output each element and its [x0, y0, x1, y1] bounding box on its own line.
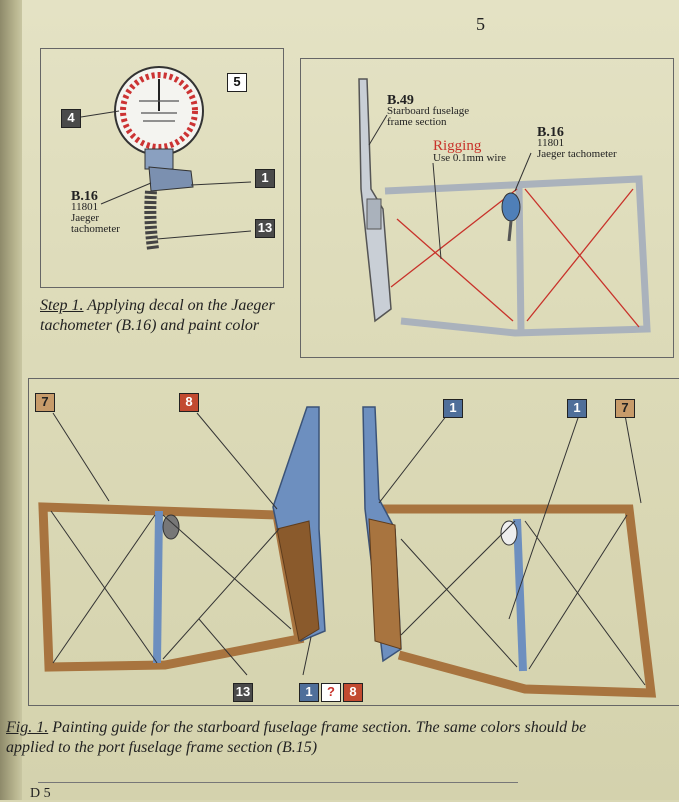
b49-desc-line2: frame section — [387, 116, 447, 128]
tag-color-8: 8 — [179, 393, 199, 412]
part-name-line1: Jaeger — [71, 212, 100, 224]
footer-rule — [38, 782, 518, 793]
warning-icon: ? — [321, 683, 341, 702]
figure1-caption-lead: Fig. 1. — [6, 719, 49, 736]
tag-color-8: 8 — [343, 683, 363, 702]
b16-label: B.16 11801 Jaeger tachometer — [537, 125, 617, 160]
part-number: 11801 — [71, 201, 99, 213]
detail-panel: B.49 Starboard fuselage frame section Ri… — [300, 58, 674, 358]
gauge-red-ring — [120, 72, 198, 150]
tag-color-7: 7 — [35, 393, 55, 412]
rigging-label: Rigging Use 0.1mm wire — [433, 138, 507, 164]
tag-color-1: 1 — [443, 399, 463, 418]
figure1-panel: 7 8 1 1 7 13 1 ? 8 — [28, 378, 679, 706]
b49-label: B.49 Starboard fuselage frame section — [387, 93, 470, 128]
tag-color-4: 4 — [61, 109, 81, 128]
frame-strut-right — [513, 518, 527, 672]
tachometer-illustration — [80, 66, 252, 250]
step1-panel: 5 4 1 13 B.16 11801 Jaeger tachometer — [40, 48, 284, 288]
step1-caption-text: Applying decal on the Jaeger tachometer … — [40, 297, 275, 334]
tag-color-7: 7 — [615, 399, 635, 418]
frame-outline — [384, 175, 651, 337]
figure1-caption: Fig. 1. Painting guide for the starboard… — [6, 718, 679, 758]
b16-number: 11801 — [537, 137, 565, 149]
part-name-line2: tachometer — [71, 223, 120, 235]
rigging-wire — [396, 218, 514, 322]
figure1-caption-line2: applied to the port fuselage frame secti… — [6, 739, 318, 756]
rigging-desc: Use 0.1mm wire — [433, 152, 507, 164]
frame-panel-right — [368, 518, 402, 650]
frame-wood-left — [38, 502, 305, 672]
rigging-title: Rigging — [433, 138, 482, 154]
tachometer-icon — [501, 192, 521, 222]
b49-desc-line1: Starboard fuselage — [387, 105, 470, 117]
tag-color-13: 13 — [233, 683, 253, 702]
frame-strut-left — [153, 510, 163, 664]
step1-caption: Step 1. Applying decal on the Jaeger tac… — [40, 296, 280, 336]
frame-panel-left — [276, 520, 320, 642]
b16-name: Jaeger tachometer — [537, 148, 617, 160]
footer-text: D 5 — [30, 786, 51, 801]
rigging-wire — [524, 188, 640, 328]
tag-color-13: 13 — [255, 219, 275, 238]
frame-wood-right — [369, 504, 657, 698]
step1-part-label: B.16 11801 Jaeger tachometer — [71, 189, 120, 235]
gauge-mount — [148, 166, 194, 192]
tag-color-1: 1 — [255, 169, 275, 188]
gauge-icon-left — [162, 514, 180, 540]
tag-color-1: 1 — [567, 399, 587, 418]
binding-edge — [0, 0, 26, 800]
gauge-icon-right — [500, 520, 518, 546]
step1-caption-lead: Step 1. — [40, 297, 84, 314]
figure1-caption-line1: Painting guide for the starboard fuselag… — [48, 719, 587, 736]
tag-color-5: 5 — [227, 73, 247, 92]
b16-code: B.16 — [537, 125, 564, 140]
gauge-bracket — [144, 148, 174, 170]
rigging-wire — [390, 188, 518, 288]
drive-cable — [144, 190, 159, 250]
b49-code: B.49 — [387, 93, 414, 108]
painting-guide-illustration — [38, 406, 657, 698]
rigging-wire — [526, 188, 634, 322]
frame-detail-illustration — [358, 78, 651, 337]
page-number: 5 — [476, 14, 485, 34]
part-code: B.16 — [71, 189, 98, 204]
tag-color-1: 1 — [299, 683, 319, 702]
